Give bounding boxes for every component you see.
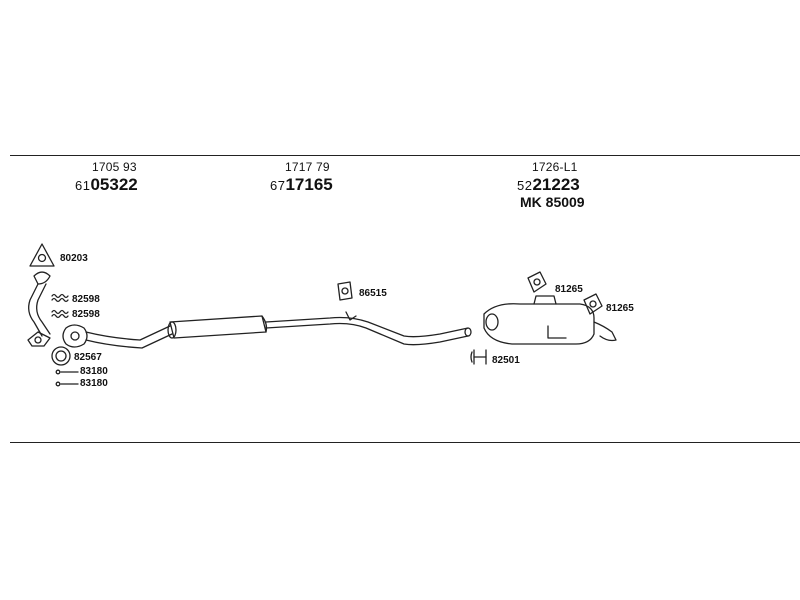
centre-silencer-part — [167, 315, 268, 339]
front-pipe-part — [27, 271, 51, 347]
intermediate-pipe-part — [85, 325, 173, 349]
spring-clamps-part — [51, 293, 69, 319]
label-82598-a: 82598 — [72, 294, 100, 305]
middle-hanger-part — [337, 281, 357, 321]
group-1-ref: 1705 93 — [92, 160, 137, 174]
rear-silencer-part — [483, 303, 617, 345]
group-3-number: 21223 — [532, 175, 580, 194]
group-2-ref: 1717 79 — [285, 160, 330, 174]
group-3-ref: 1726-L1 — [532, 160, 578, 174]
label-82501: 82501 — [492, 355, 520, 366]
group-3-part-number: 5221223 — [517, 175, 580, 195]
group-3-prefix: 52 — [517, 178, 533, 193]
label-83180-a: 83180 — [80, 366, 108, 377]
label-86515: 86515 — [359, 288, 387, 299]
group-3-extra: MK 85009 — [520, 194, 585, 210]
middle-pipe-part — [265, 316, 472, 346]
triangle-bolt-part — [29, 243, 55, 267]
label-81265-b: 81265 — [606, 303, 634, 314]
flange-gasket-part — [62, 324, 88, 348]
group-1-prefix: 61 — [75, 178, 91, 193]
group-2-part-number: 6717165 — [270, 175, 333, 195]
gasket-ring-part — [51, 346, 71, 366]
rear-clamp-part — [470, 349, 487, 365]
rear-hanger-2-part — [583, 293, 603, 315]
label-83180-b: 83180 — [80, 378, 108, 389]
rear-hanger-1-part — [527, 271, 557, 305]
top-divider — [10, 155, 800, 156]
group-1-number: 05322 — [90, 175, 138, 194]
group-2-number: 17165 — [285, 175, 333, 194]
label-82598-b: 82598 — [72, 309, 100, 320]
label-82567: 82567 — [74, 352, 102, 363]
bottom-divider — [10, 442, 800, 443]
group-2-prefix: 67 — [270, 178, 286, 193]
label-80203: 80203 — [60, 253, 88, 264]
label-81265-a: 81265 — [555, 284, 583, 295]
group-1-part-number: 6105322 — [75, 175, 138, 195]
bolts-part — [55, 369, 79, 387]
